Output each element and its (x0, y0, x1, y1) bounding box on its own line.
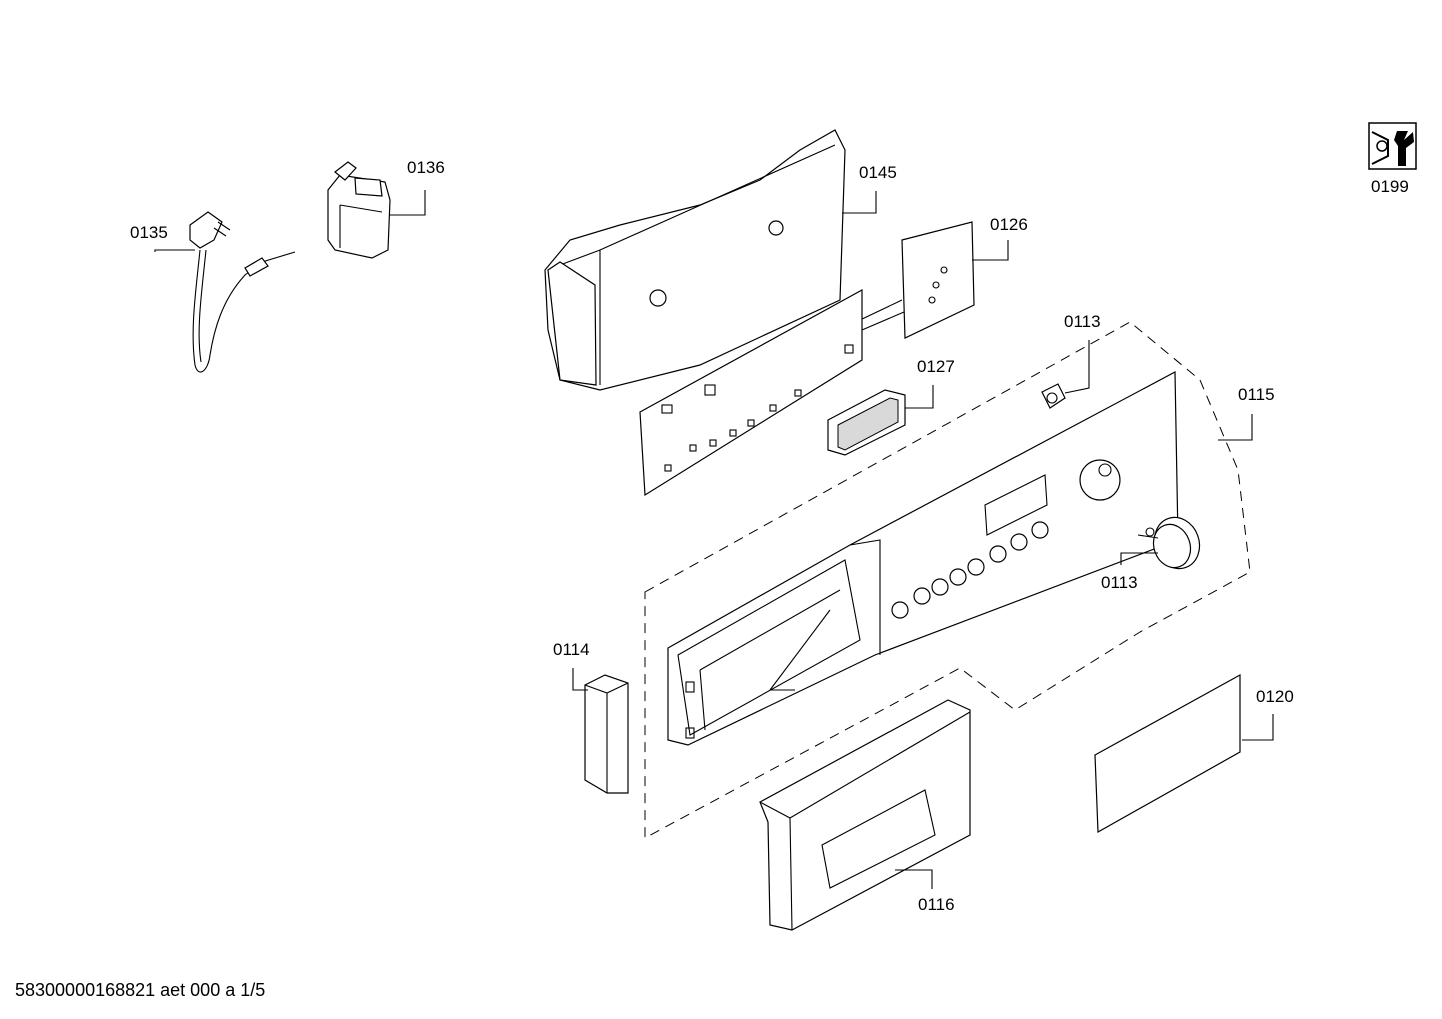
detergent-drawer-handle-part (759, 699, 971, 931)
wrench-nut-icon (1368, 122, 1417, 170)
callout-0116: 0116 (918, 895, 955, 914)
main-pcb-part (639, 288, 863, 497)
display-pcb-part (859, 221, 975, 339)
callout-0114: 0114 (553, 640, 590, 659)
power-cord-part (189, 211, 296, 373)
callout-0113-lower: 0113 (1101, 573, 1138, 592)
callout-0115: 0115 (1238, 385, 1275, 404)
label-plate-part (1094, 673, 1241, 834)
callout-0126: 0126 (990, 215, 1028, 234)
side-cover-part (584, 674, 629, 794)
button-knob-upper-part (1041, 383, 1066, 409)
callout-0135: 0135 (130, 223, 168, 242)
control-module-housing-part (544, 129, 846, 391)
control-panel-fascia-part (667, 371, 1179, 746)
callout-0145: 0145 (859, 163, 897, 182)
callout-0127: 0127 (917, 357, 955, 376)
interference-filter-part (327, 161, 391, 259)
document-footer-code: 58300000168821 aet 000 a 1/5 (15, 980, 266, 1000)
display-unit-part (827, 389, 906, 456)
program-knob-part (1137, 516, 1201, 570)
callout-0199: 0199 (1371, 177, 1409, 196)
callout-0136: 0136 (407, 158, 445, 177)
callout-0113-upper: 0113 (1064, 312, 1101, 331)
callout-0120: 0120 (1256, 687, 1294, 706)
assembly-outline (644, 321, 1251, 839)
leader-lines (154, 190, 1274, 889)
